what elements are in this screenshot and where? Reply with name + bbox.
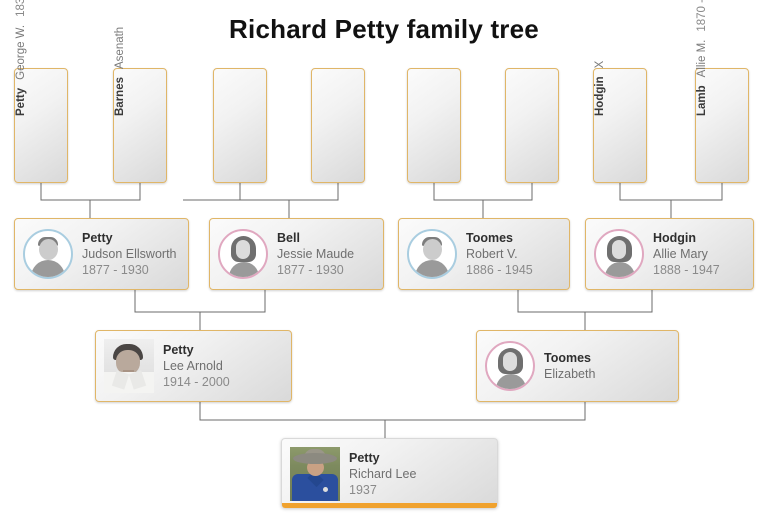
person-info: Petty Judson Ellsworth 1877 - 1930 <box>82 230 177 278</box>
portrait-photo-lee-arnold <box>104 339 154 393</box>
surname: Bell <box>277 231 300 245</box>
person-info: Hodgin Allie Mary 1888 - 1947 <box>653 230 720 278</box>
ancestor-label-1: Petty George W. 1837 - 1861 <box>15 0 69 120</box>
person-info: Toomes Elizabeth <box>544 350 595 382</box>
surname: Hodgin <box>594 76 606 116</box>
surname: Lamb <box>696 85 708 116</box>
ancestor-card-8[interactable]: Lamb Allie M. 1870 - <box>695 0 749 183</box>
person-info: Petty Richard Lee 1937 <box>349 450 416 498</box>
life-dates: 1837 - 1861 <box>15 0 28 17</box>
ancestor-label-2: Barnes Asenath <box>114 5 168 120</box>
avatar-female-icon <box>218 229 268 279</box>
person-card-lee-arnold-petty[interactable]: Petty Lee Arnold 1914 - 2000 <box>95 330 292 402</box>
page-title: Richard Petty family tree <box>229 14 539 44</box>
life-dates: 1886 - 1945 <box>466 263 533 277</box>
life-dates: 1877 - 1930 <box>277 263 344 277</box>
person-card-richard-lee-petty[interactable]: Petty Richard Lee 1937 <box>281 438 498 508</box>
person-info: Petty Lee Arnold 1914 - 2000 <box>163 342 230 390</box>
given-name: George W. <box>15 24 27 80</box>
surname: Petty <box>82 231 113 245</box>
surname: Toomes <box>466 231 513 245</box>
given-name: Allie Mary <box>653 247 708 261</box>
given-name: X <box>594 60 606 69</box>
life-dates: 1937 <box>349 482 377 497</box>
ancestor-card-7[interactable]: Hodgin X <box>593 61 647 183</box>
selected-indicator-bar <box>282 503 497 508</box>
given-name: Judson Ellsworth <box>82 247 177 261</box>
surname: Toomes <box>544 351 591 365</box>
surname: Hodgin <box>653 231 697 245</box>
avatar-female-icon <box>594 229 644 279</box>
avatar-male-icon <box>407 229 457 279</box>
life-dates: 1914 - 2000 <box>163 375 230 389</box>
avatar-female-icon <box>485 341 535 391</box>
life-dates: 1877 - 1930 <box>82 263 149 277</box>
surname: Petty <box>163 343 194 357</box>
avatar-male-icon <box>23 229 73 279</box>
ancestor-card-5-empty[interactable] <box>407 68 461 183</box>
given-name: Asenath <box>114 26 126 69</box>
given-name: Jessie Maude <box>277 247 355 261</box>
surname: Petty <box>15 87 27 116</box>
person-info: Toomes Robert V. 1886 - 1945 <box>466 230 533 278</box>
person-card-jessie-bell[interactable]: Bell Jessie Maude 1877 - 1930 <box>209 218 384 290</box>
ancestor-card-2[interactable]: Barnes Asenath <box>113 27 167 183</box>
given-name: Robert V. <box>466 247 518 261</box>
person-card-robert-toomes[interactable]: Toomes Robert V. 1886 - 1945 <box>398 218 570 290</box>
ancestor-card-6-empty[interactable] <box>505 68 559 183</box>
surname: Petty <box>349 450 380 465</box>
ancestor-card-1[interactable]: Petty George W. 1837 - 1861 <box>14 0 68 183</box>
person-info: Bell Jessie Maude 1877 - 1930 <box>277 230 354 278</box>
portrait-photo-richard-lee <box>290 446 340 501</box>
life-dates: 1870 - <box>696 0 708 32</box>
surname: Barnes <box>114 77 126 116</box>
ancestor-label-8: Lamb Allie M. 1870 - <box>696 0 750 120</box>
ancestor-card-4-empty[interactable] <box>311 68 365 183</box>
given-name: Allie M. <box>696 39 708 78</box>
given-name: Elizabeth <box>544 367 596 381</box>
ancestor-label-7: Hodgin X <box>594 5 648 120</box>
life-dates: 1888 - 1947 <box>653 263 720 277</box>
person-card-judson-petty[interactable]: Petty Judson Ellsworth 1877 - 1930 <box>14 218 189 290</box>
person-card-allie-hodgin[interactable]: Hodgin Allie Mary 1888 - 1947 <box>585 218 754 290</box>
given-name: Richard Lee <box>349 466 417 481</box>
person-card-elizabeth-toomes[interactable]: Toomes Elizabeth <box>476 330 679 402</box>
given-name: Lee Arnold <box>163 359 223 373</box>
ancestor-card-3-empty[interactable] <box>213 68 267 183</box>
